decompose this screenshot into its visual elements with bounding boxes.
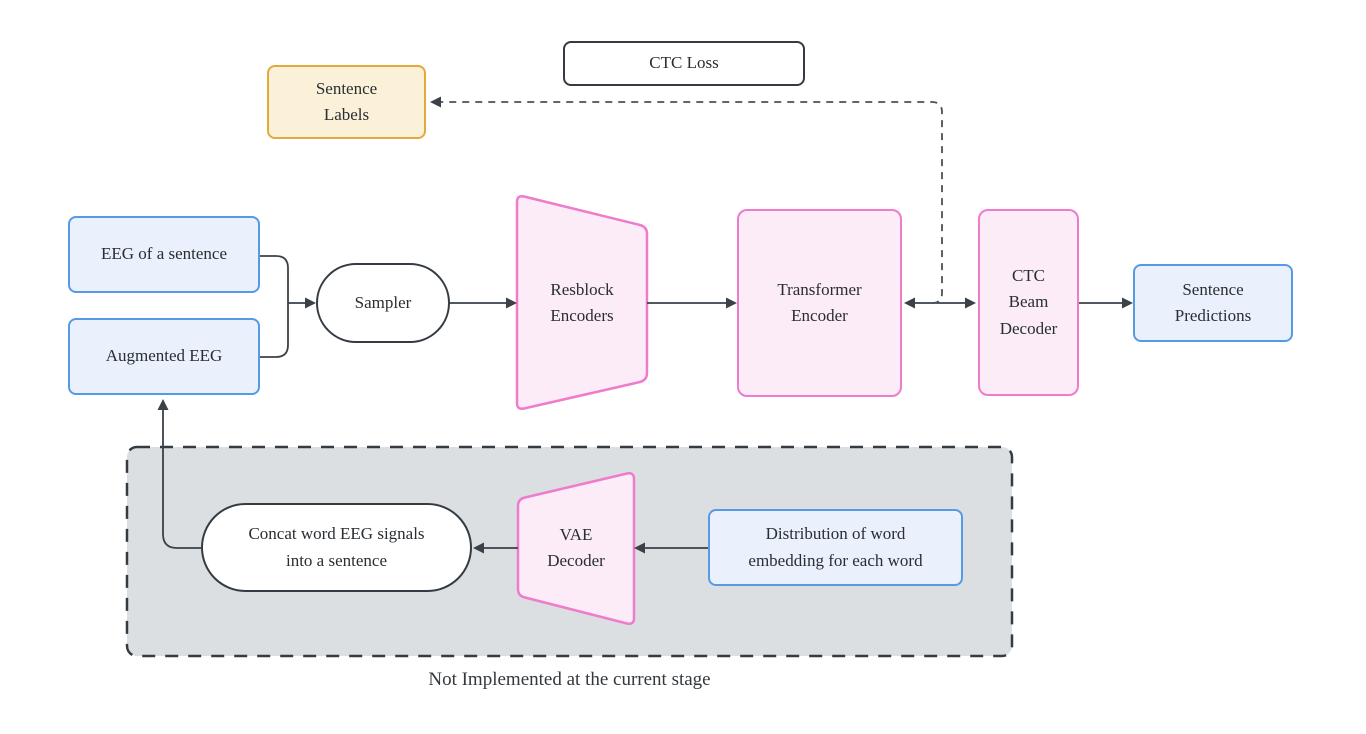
node-resblock-encoders-label: Resblock Encoders [550,279,614,325]
not-implemented-caption: Not Implemented at the current stage [428,669,711,690]
node-distribution-word-embedding: Distribution of word embedding for each … [708,509,963,586]
resblock-encoders-shape [515,195,649,410]
vae-decoder-shape [516,472,636,625]
node-sentence-labels: Sentence Labels [267,65,426,139]
node-augmented-eeg: Augmented EEG [68,318,260,395]
node-eeg-of-a-sentence: EEG of a sentence [68,216,260,293]
node-ctc-beam-decoder: CTC Beam Decoder [978,209,1079,396]
edge-ctc-loss-feedback-dashed [430,96,943,304]
node-concat-word-eeg: Concat word EEG signals into a sentence [201,503,472,592]
node-vae-decoder-label: VAE Decoder [547,524,605,570]
edge-concat-to-augmented [157,399,201,549]
node-sampler: Sampler [316,263,450,343]
edge-eeg-to-junction [260,255,289,303]
node-ctc-loss: CTC Loss [563,41,805,86]
node-sentence-predictions: Sentence Predictions [1133,264,1293,342]
edge-augmented-to-junction [260,303,289,358]
node-transformer-encoder: Transformer Encoder [737,209,902,397]
